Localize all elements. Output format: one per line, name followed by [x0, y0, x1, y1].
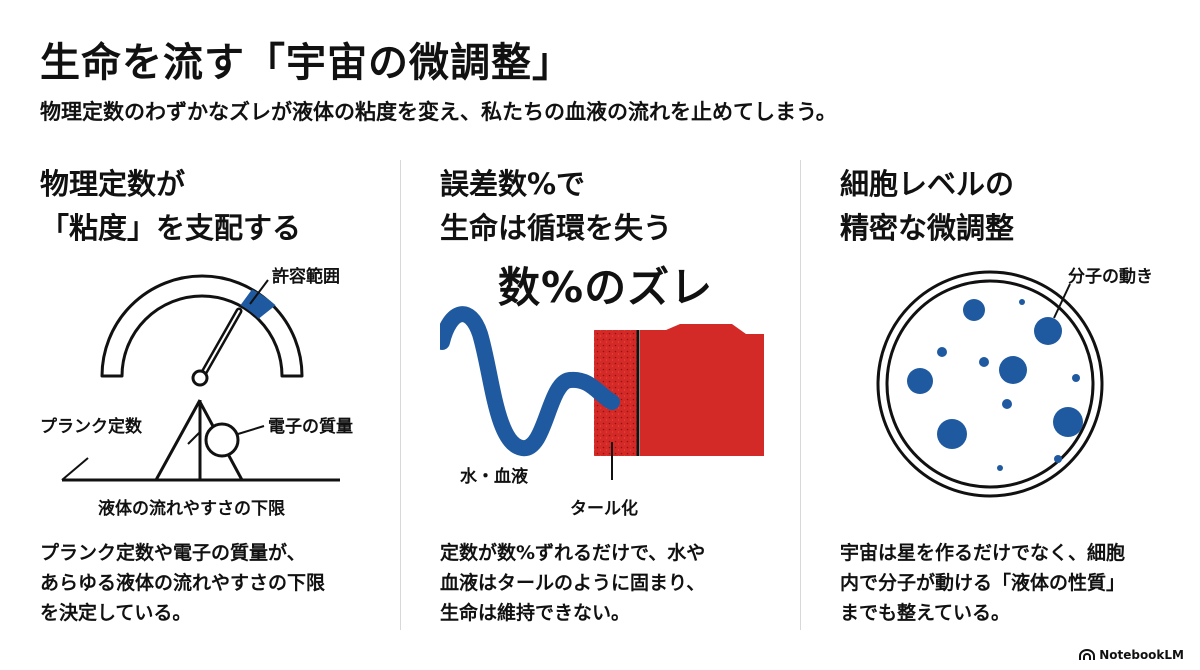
- fluid-to-tar-diagram: [440, 306, 764, 480]
- page-title: 生命を流す「宇宙の微調整」: [40, 40, 573, 86]
- panel-fine-tuning: 細胞レベルの 精密な微調整: [840, 162, 1200, 642]
- description-line: 内で分子が動ける「液体の性質」: [840, 572, 1126, 594]
- tar-label: タール化: [570, 499, 638, 519]
- panel-description: 定数が数%ずれるだけで、水や 血液はタールのように固まり、 生命は維持できない。: [440, 538, 800, 628]
- panel-heading-line: 物理定数が: [40, 167, 186, 201]
- circulation-illustration: 数%のズレ 水・血液 タール化: [440, 254, 800, 534]
- description-line: あらゆる液体の流れやすさの下限: [40, 572, 326, 594]
- flow-lower-limit-label: 液体の流れやすさの下限: [98, 499, 285, 519]
- description-line: 宇宙は星を作るだけでなく、細胞: [840, 542, 1126, 564]
- gauge-balance-diagram: [61, 274, 340, 482]
- panel-heading-line: 誤差数%で: [440, 167, 586, 201]
- tar-solid-block: [640, 324, 764, 456]
- description-line: までも整えている。: [840, 602, 1011, 624]
- panel-heading-line: 精密な微調整: [840, 211, 1015, 245]
- electron-mass-label: 電子の質量: [268, 417, 353, 437]
- notebooklm-logo: NotebookLM: [1079, 648, 1184, 662]
- description-line: プランク定数や電子の質量が、: [40, 542, 306, 564]
- panel-heading: 誤差数%で 生命は循環を失う: [440, 162, 800, 250]
- column-divider-1: [400, 160, 401, 630]
- water-blood-label: 水・血液: [460, 467, 528, 487]
- column-divider-2: [800, 160, 801, 630]
- panel-heading-line: 細胞レベルの: [840, 167, 1015, 201]
- tolerance-label: 許容範囲: [272, 267, 340, 287]
- description-line: を決定している。: [40, 602, 192, 624]
- gauge-pivot: [191, 369, 209, 387]
- electron-mass-circle: [204, 422, 240, 458]
- panel-heading: 物理定数が 「粘度」を支配する: [40, 162, 400, 250]
- description-line: 生命は維持できない。: [440, 602, 631, 624]
- cell-molecules-diagram: [876, 270, 1104, 498]
- tolerance-band: [240, 289, 276, 319]
- panel-description: プランク定数や電子の質量が、 あらゆる液体の流れやすさの下限 を決定している。: [40, 538, 400, 628]
- water-wave-icon: [440, 306, 620, 456]
- molecule-motion-label: 分子の動き: [1068, 267, 1153, 287]
- balance-icon: [61, 399, 340, 482]
- deviation-label: 数%のズレ: [498, 263, 714, 312]
- notebooklm-icon: [1079, 649, 1096, 660]
- logo-text: NotebookLM: [1099, 648, 1184, 662]
- description-line: 定数が数%ずれるだけで、水や: [440, 542, 706, 564]
- panel-heading-line: 「粘度」を支配する: [40, 211, 302, 245]
- tar-block-icon: [594, 324, 764, 456]
- panel-description: 宇宙は星を作るだけでなく、細胞 内で分子が動ける「液体の性質」 までも整えている…: [840, 538, 1200, 628]
- cell-illustration: 分子の動き: [840, 254, 1200, 534]
- planck-constant-label: プランク定数: [40, 417, 142, 437]
- panel-viscosity: 物理定数が 「粘度」を支配する: [40, 162, 400, 642]
- viscosity-illustration: 許容範囲 プランク定数 電子の質量 液体の流れやすさの下限: [40, 254, 400, 534]
- molecule-dots: [907, 299, 1083, 471]
- description-line: 血液はタールのように固まり、: [440, 572, 706, 594]
- cell-icon: [876, 270, 1104, 498]
- panel-heading: 細胞レベルの 精密な微調整: [840, 162, 1200, 250]
- gauge-icon: [100, 274, 304, 387]
- page-subtitle: 物理定数のわずかなズレが液体の粘度を変え、私たちの血液の流れを止めてしまう。: [40, 100, 837, 124]
- panel-circulation: 誤差数%で 生命は循環を失う 数%のズレ 水・血液 タ: [440, 162, 800, 642]
- panel-heading-line: 生命は循環を失う: [440, 211, 673, 245]
